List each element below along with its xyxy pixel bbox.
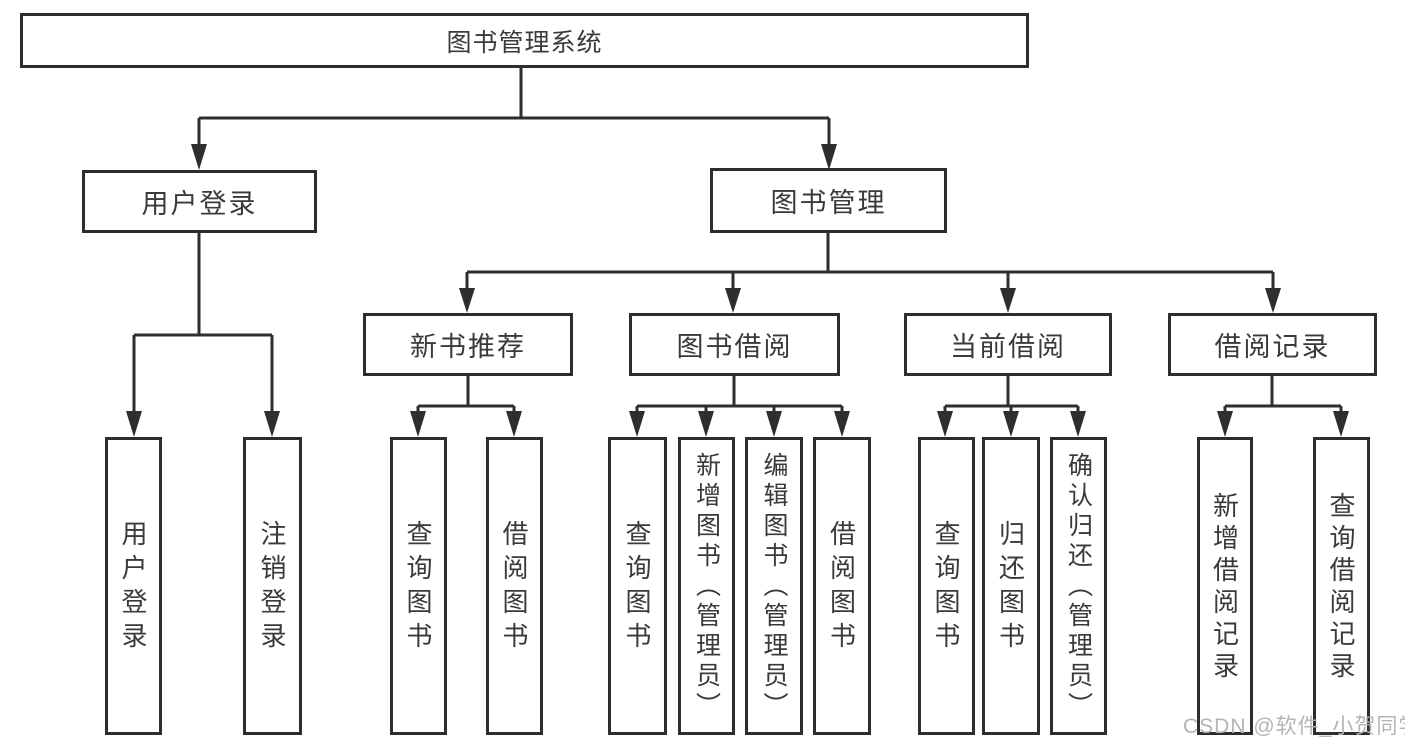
leaf-confirm-return-admin: 确认归还（管理员）: [1050, 437, 1107, 735]
node-book-borrow: 图书借阅: [629, 313, 840, 376]
leaf-add-books-admin: 新增图书（管理员）: [678, 437, 735, 735]
node-user-login: 用户登录: [82, 170, 317, 233]
node-root-library-system: 图书管理系统: [20, 13, 1029, 68]
leaf-borrow-books: 借阅图书: [813, 437, 871, 735]
leaf-user-login: 用户登录: [105, 437, 162, 735]
arrowheads: [126, 144, 1349, 437]
leaf-query-books: 查询图书: [918, 437, 975, 735]
leaf-query-books: 查询图书: [390, 437, 447, 735]
node-borrow-records: 借阅记录: [1168, 313, 1377, 376]
leaf-add-borrow-record: 新增借阅记录: [1197, 437, 1253, 735]
node-current-borrow: 当前借阅: [904, 313, 1112, 376]
leaf-edit-books-admin: 编辑图书（管理员）: [745, 437, 803, 735]
leaf-borrow-books: 借阅图书: [486, 437, 543, 735]
csdn-watermark: CSDN @软件_小贺同学: [1183, 715, 1405, 738]
leaf-query-books: 查询图书: [608, 437, 667, 735]
leaf-logout: 注销登录: [243, 437, 302, 735]
node-book-management: 图书管理: [710, 168, 947, 233]
leaf-query-borrow-record: 查询借阅记录: [1313, 437, 1370, 735]
node-new-book-recommend: 新书推荐: [363, 313, 573, 376]
leaf-return-books: 归还图书: [982, 437, 1040, 735]
connector-paths: [132, 68, 1343, 413]
